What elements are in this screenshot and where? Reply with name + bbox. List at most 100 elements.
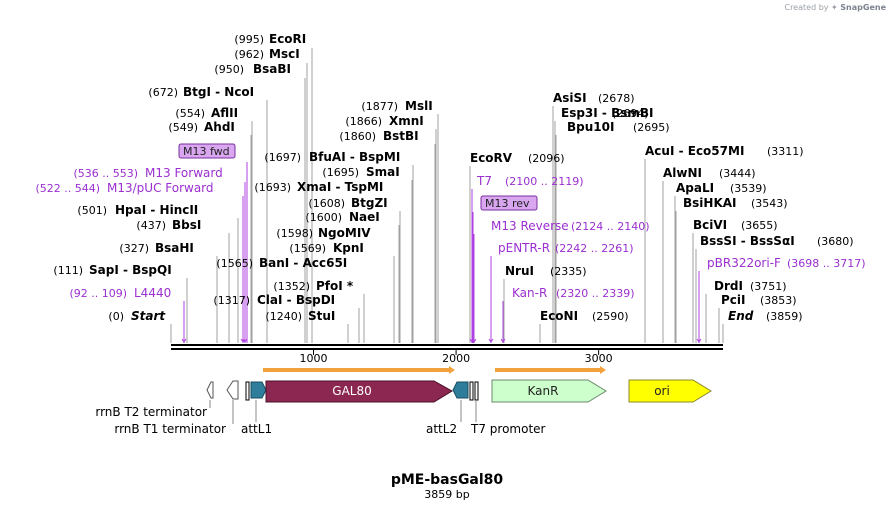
primer-label-m13-forward: M13 Forward <box>145 166 223 180</box>
primer-site-marker-pbr322ori-f <box>696 338 702 343</box>
primer-site-marker-l4440 <box>181 338 187 343</box>
attl2-shape <box>452 381 469 399</box>
primer-label-m13-puc-forward: M13/pUC Forward <box>107 181 214 195</box>
position-drdi: (3751) <box>750 280 787 293</box>
kanr-feature <box>491 379 607 403</box>
position-pfoi: (1352) <box>273 280 310 293</box>
attl2-label: attL2 <box>426 422 457 436</box>
position-bfuai-bspmi: (1697) <box>264 151 301 164</box>
primer-box-m13-rev <box>480 195 538 211</box>
primer-site-marker-t7 <box>469 338 475 343</box>
snapgene-logo-icon: ✦ <box>831 3 838 12</box>
enzyme-label-bcivi: BciVI <box>693 218 727 232</box>
enzyme-label-stui: StuI <box>308 309 335 323</box>
primer-label-pbr322ori-f: pBR322ori-F <box>707 256 781 270</box>
position-end: (3859) <box>766 310 803 323</box>
position-apali: (3539) <box>730 182 767 195</box>
enzyme-label-bsahi: BsaHI <box>155 241 194 255</box>
enzyme-label-xmni: XmnI <box>389 114 424 128</box>
position-xmai-tspmi: (1693) <box>254 181 291 194</box>
enzyme-label-smai: SmaI <box>366 165 400 179</box>
position-acui-eco57mi: (3311) <box>767 145 804 158</box>
primer-label-l4440: L4440 <box>134 286 171 300</box>
enzyme-label-bbsi: BbsI <box>172 218 201 232</box>
position-start: (0) <box>108 310 124 323</box>
position-bpu10i: (2695) <box>633 121 670 134</box>
axis-tick-label: 1000 <box>300 352 328 365</box>
bottom-labels: rrnB T2 terminator rrnB T1 terminator at… <box>95 405 545 436</box>
primer-site-marker-m13-reverse <box>471 338 477 343</box>
enzyme-label-btgzi: BtgZI <box>351 196 388 210</box>
credit-product: SnapGene <box>840 3 886 12</box>
enzyme-label-bfuai-bspmi: BfuAI - BspMI <box>309 150 400 164</box>
gal80-feature <box>265 380 453 403</box>
enzyme-label-bani-acc65i: BanI - Acc65I <box>259 256 347 270</box>
position-pcii: (3853) <box>760 294 797 307</box>
position-nrui: (2335) <box>550 265 587 278</box>
position-bcivi: (3655) <box>741 219 778 232</box>
enzyme-label-bpu10i: Bpu10I <box>567 120 614 134</box>
enzyme-label-end: End <box>728 309 754 323</box>
enzyme-label-econi: EcoNI <box>540 309 578 323</box>
feature-track: GAL80 KanR ori <box>206 379 712 424</box>
primer-label-m13-reverse: M13 Reverse <box>491 219 569 233</box>
primer-site-marker-m13-puc-forward <box>240 338 246 343</box>
position-pbr322ori-f: (3698 .. 3717) <box>787 257 866 270</box>
enzyme-label-pfoi: PfoI * <box>316 279 354 293</box>
position-bsabi: (950) <box>214 63 244 76</box>
kanr-label: KanR <box>528 384 559 398</box>
enzyme-label-bsssi-bsss-i: BssSI - BssSαI <box>700 234 795 248</box>
rrnb-t2-terminator-shape <box>206 381 214 399</box>
attl1-shape <box>250 381 267 399</box>
position-kpni: (1569) <box>289 242 326 255</box>
enzyme-label-aflii: AflII <box>211 106 238 120</box>
enzyme-label-start: Start <box>131 309 166 323</box>
enzyme-label-asisi: AsiSI <box>553 91 587 105</box>
enzyme-label-alwni: AlwNI <box>663 166 702 180</box>
enzyme-label-nrui: NruI <box>505 264 534 278</box>
enzyme-label-pcii: PciI <box>721 293 746 307</box>
enzyme-label-msli: MslI <box>405 99 433 113</box>
site-labels: EcoRI(995)MscI(962)BsaBI(950)BtgI - NcoI… <box>35 32 865 323</box>
position-naei: (1600) <box>305 211 342 224</box>
enzyme-label-bstbi: BstBI <box>383 129 419 143</box>
enzyme-label-msci: MscI <box>269 47 300 61</box>
position-bsssi-bsss-i: (3680) <box>817 235 854 248</box>
position-esp3i-bsmbi: (2694) <box>612 107 649 120</box>
enzyme-label-ecorv: EcoRV <box>470 151 513 165</box>
gal80-label: GAL80 <box>332 384 371 398</box>
rrnb-t1-terminator-shape <box>226 380 239 400</box>
position-msli: (1877) <box>361 100 398 113</box>
position-asisi: (2678) <box>598 92 635 105</box>
position-bsihkai: (3543) <box>751 197 788 210</box>
attl1-label: attL1 <box>241 422 272 436</box>
position-smai: (1695) <box>322 166 359 179</box>
position-btgzi: (1608) <box>308 197 345 210</box>
axis-tick-label: 2000 <box>442 352 470 365</box>
position-l4440: (92 .. 109) <box>69 287 127 300</box>
primer-site-marker-kan-r <box>500 338 506 343</box>
ori-label: ori <box>654 384 670 398</box>
plasmid-length: 3859 bp <box>424 488 469 501</box>
enzyme-label-esp3i-bsmbi: Esp3I - BsmBI <box>561 106 653 120</box>
enzyme-label-hpai-hincii: HpaI - HincII <box>115 203 198 217</box>
position-m13-puc-forward: (522 .. 544) <box>35 182 100 195</box>
position-msci: (962) <box>234 48 264 61</box>
enzyme-label-xmai-tspmi: XmaI - TspMI <box>297 180 383 194</box>
plasmid-name: pME-basGal80 <box>391 472 504 488</box>
attl2-edge <box>469 381 474 401</box>
sequence-backbone <box>171 344 723 350</box>
position-m13-reverse: (2124 .. 2140) <box>571 220 650 233</box>
position-bbsi: (437) <box>136 219 166 232</box>
rrnb-t1-terminator-label: rrnB T1 terminator <box>114 422 226 436</box>
position-xmni: (1866) <box>345 115 382 128</box>
enzyme-label-naei: NaeI <box>349 210 380 224</box>
primer-label-kan-r: Kan-R <box>512 286 547 300</box>
enzyme-label-bsihkai: BsiHKAI <box>683 196 737 210</box>
t7-promoter-shape <box>474 381 479 401</box>
position-btgi-ncoi: (672) <box>148 86 178 99</box>
enzyme-label-bsabi: BsaBI <box>253 62 291 76</box>
position-kan-r: (2320 .. 2339) <box>556 287 635 300</box>
ori-feature <box>628 379 712 403</box>
